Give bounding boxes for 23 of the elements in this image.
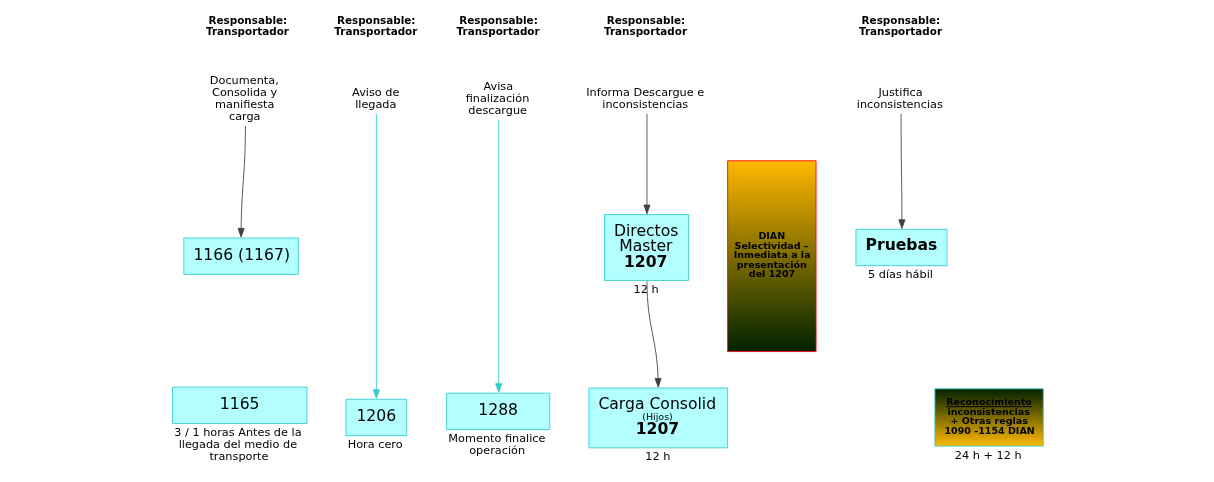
node-label: 3 / 1 horas Antes de la llegada del medio de transporte (173, 426, 302, 464)
node-label: 12 h (644, 450, 670, 464)
arrow (646, 280, 662, 388)
label: Responsable: Transportador (858, 14, 942, 37)
node-label: Hora cero (347, 438, 403, 452)
node-text: Informa Descargue e inconsistencias (585, 86, 704, 112)
label: Responsable: Transportador (333, 14, 417, 37)
arrow (372, 113, 380, 399)
arrow (897, 113, 905, 229)
arrow (494, 119, 502, 393)
node-text: Aviso de llegada (351, 86, 399, 112)
node-label: Momento finalice operación (447, 432, 545, 458)
node-label: 12 h (633, 282, 659, 296)
label: Responsable: Transportador (456, 14, 540, 37)
node-text: Avisa finalización descargue (465, 80, 529, 118)
node-label: 24 h + 12 h (954, 448, 1022, 462)
node-text: Documenta, Consolida y manifiesta carga (209, 73, 279, 124)
label: Responsable: Transportador (603, 14, 687, 37)
node-label: 5 días hábil (867, 268, 933, 282)
arrow (643, 113, 650, 215)
node-text: Justifica inconsistencias (856, 86, 943, 112)
label: Responsable: Transportador (205, 14, 289, 37)
arrow (237, 125, 246, 238)
